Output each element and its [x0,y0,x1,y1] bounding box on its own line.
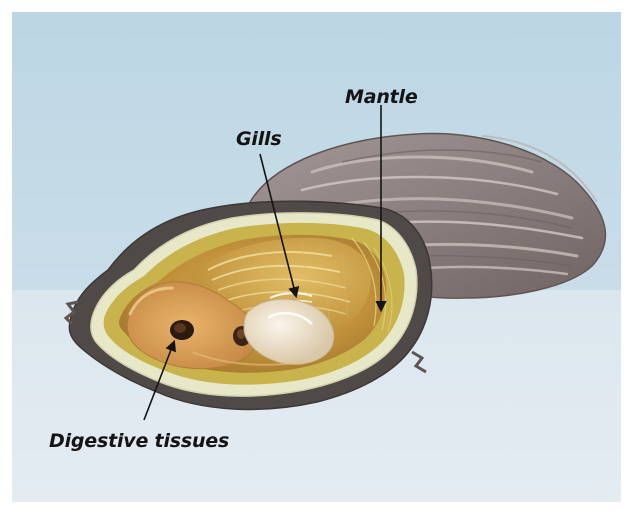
oyster-illustration-panel: Mantle Gills Digestive tissues [12,12,621,502]
label-mantle: Mantle [345,86,418,108]
label-gills: Gills [236,128,281,150]
oyster-illustration [12,12,621,502]
label-digestive-tissues: Digestive tissues [49,430,229,452]
